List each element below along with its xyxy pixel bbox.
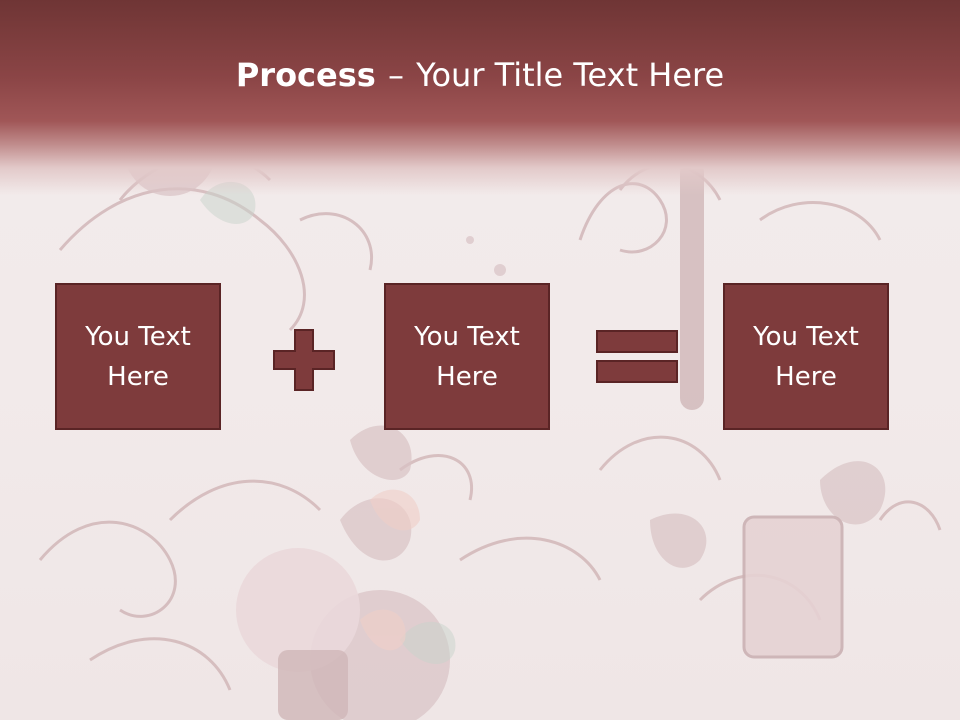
plus-icon: [273, 329, 335, 391]
process-box-3[interactable]: You Text Here: [723, 283, 889, 430]
process-box-2[interactable]: You Text Here: [384, 283, 550, 430]
process-box-text: You Text Here: [414, 321, 520, 392]
header-bar: [0, 0, 960, 195]
process-box-text: You Text Here: [85, 321, 191, 392]
slide-title: Process – Your Title Text Here: [0, 54, 960, 96]
process-box-1[interactable]: You Text Here: [55, 283, 221, 430]
equals-icon: [596, 330, 678, 383]
process-box-text: You Text Here: [753, 321, 859, 392]
title-rest: Your Title Text Here: [416, 56, 725, 94]
title-bold: Process: [235, 56, 376, 94]
title-separator: –: [387, 56, 404, 94]
